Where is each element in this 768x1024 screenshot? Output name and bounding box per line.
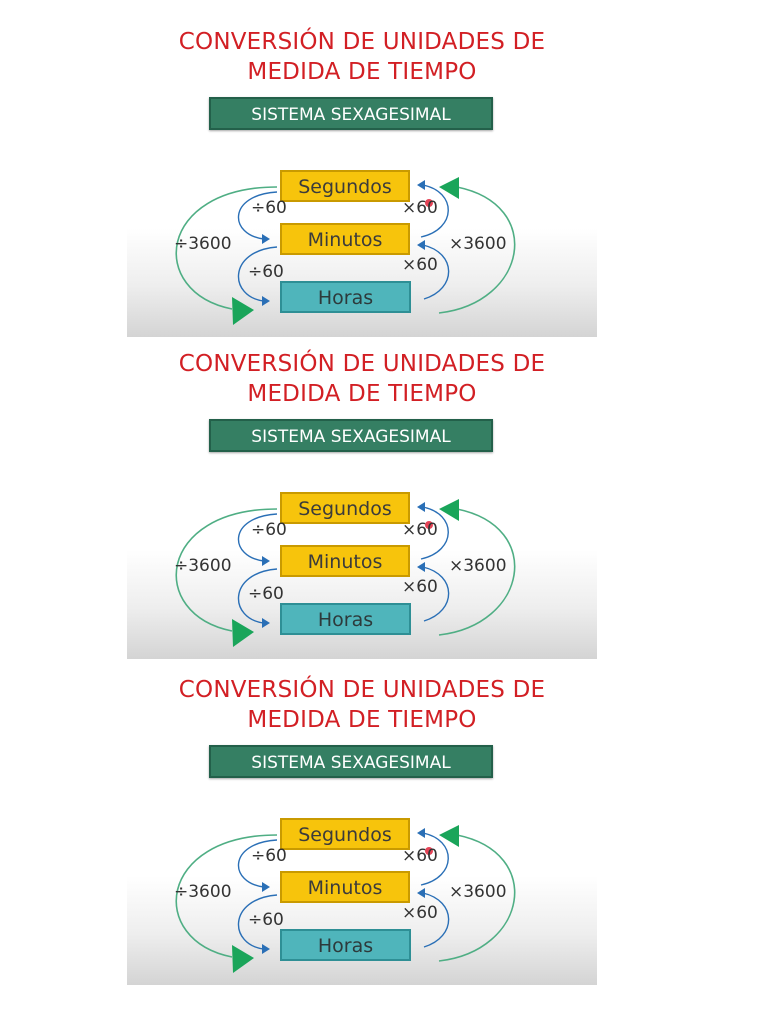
arrow-seconds-to-minutes [237, 513, 278, 562]
unit-seconds-box: Segundos [280, 492, 410, 524]
label-multiply-60-minutes-seconds: ×60 [402, 846, 438, 866]
unit-minutes-box: Minutos [280, 871, 410, 903]
arrow-minutes-to-hours [237, 568, 278, 624]
unit-hours-box: Horas [280, 281, 411, 313]
conversion-diagram-panel-1: CONVERSIÓN DE UNIDADES DE MEDIDA DE TIEM… [127, 17, 597, 337]
label-divide-60-minutes-hours: ÷60 [248, 910, 284, 930]
unit-seconds-box: Segundos [280, 818, 410, 850]
arrow-hours-to-minutes [422, 244, 450, 300]
arrowhead-hours-to-seconds [439, 825, 459, 847]
arrowhead-seconds-to-minutes [262, 556, 270, 566]
conversion-arrows [175, 177, 516, 325]
conversion-diagram-panel-3: CONVERSIÓN DE UNIDADES DE MEDIDA DE TIEM… [127, 665, 597, 985]
title-line-2: MEDIDA DE TIEMPO [247, 381, 477, 407]
arrow-seconds-to-hours [175, 508, 278, 632]
title-line-2: MEDIDA DE TIEMPO [247, 59, 477, 85]
arrow-hours-to-seconds [438, 834, 516, 962]
label-multiply-60-minutes-seconds: ×60 [402, 198, 438, 218]
arrow-hours-to-seconds [438, 186, 516, 314]
arrowhead-minutes-to-seconds [417, 180, 425, 190]
arrow-minutes-to-seconds [420, 832, 449, 886]
conversion-arrows [175, 499, 516, 647]
arrow-seconds-to-hours [175, 834, 278, 958]
arrowhead-seconds-to-minutes [262, 234, 270, 244]
label-multiply-60-hours-minutes: ×60 [402, 577, 438, 597]
arrow-minutes-to-seconds [420, 184, 449, 238]
unit-minutes-box: Minutos [280, 545, 410, 577]
arrow-hours-to-minutes [422, 566, 450, 622]
arrowhead-minutes-to-seconds [417, 828, 425, 838]
arrowhead-hours-to-minutes [417, 562, 425, 572]
label-multiply-3600-hours-seconds: ×3600 [449, 234, 507, 254]
arrow-hours-to-seconds [438, 508, 516, 636]
label-divide-60-minutes-hours: ÷60 [248, 584, 284, 604]
arrowhead-seconds-to-hours [232, 945, 254, 973]
label-multiply-60-hours-minutes: ×60 [402, 903, 438, 923]
red-dot-marker [425, 847, 433, 855]
arrow-hours-to-minutes [422, 892, 450, 948]
label-divide-60-seconds-minutes: ÷60 [251, 520, 287, 540]
system-banner: SISTEMA SEXAGESIMAL [209, 745, 493, 778]
red-dot-marker [425, 521, 433, 529]
label-multiply-3600-hours-seconds: ×3600 [449, 882, 507, 902]
conversion-arrows [175, 825, 516, 973]
arrowhead-hours-to-seconds [439, 177, 459, 199]
arrow-seconds-to-minutes [237, 191, 278, 240]
title-line-1: CONVERSIÓN DE UNIDADES DE [178, 351, 546, 377]
unit-seconds-box: Segundos [280, 170, 410, 202]
system-banner: SISTEMA SEXAGESIMAL [209, 419, 493, 452]
arrowhead-minutes-to-seconds [417, 502, 425, 512]
arrow-minutes-to-hours [237, 246, 278, 302]
arrowhead-minutes-to-hours [262, 296, 270, 306]
unit-minutes-box: Minutos [280, 223, 410, 255]
label-multiply-60-minutes-seconds: ×60 [402, 520, 438, 540]
label-divide-60-seconds-minutes: ÷60 [251, 198, 287, 218]
label-divide-3600-seconds-hours: ÷3600 [174, 556, 232, 576]
arrowhead-seconds-to-hours [232, 619, 254, 647]
arrowhead-seconds-to-hours [232, 297, 254, 325]
label-multiply-3600-hours-seconds: ×3600 [449, 556, 507, 576]
arrow-seconds-to-hours [175, 186, 278, 310]
title-line-1: CONVERSIÓN DE UNIDADES DE [178, 677, 546, 703]
label-divide-60-seconds-minutes: ÷60 [251, 846, 287, 866]
arrowhead-hours-to-seconds [439, 499, 459, 521]
arrowhead-seconds-to-minutes [262, 882, 270, 892]
label-divide-3600-seconds-hours: ÷3600 [174, 234, 232, 254]
arrowhead-minutes-to-hours [262, 618, 270, 628]
arrowhead-hours-to-minutes [417, 240, 425, 250]
system-banner: SISTEMA SEXAGESIMAL [209, 97, 493, 130]
arrowhead-hours-to-minutes [417, 888, 425, 898]
arrow-minutes-to-seconds [420, 506, 449, 560]
label-divide-60-minutes-hours: ÷60 [248, 262, 284, 282]
label-multiply-60-hours-minutes: ×60 [402, 255, 438, 275]
label-divide-3600-seconds-hours: ÷3600 [174, 882, 232, 902]
arrow-seconds-to-minutes [237, 839, 278, 888]
conversion-diagram-panel-2: CONVERSIÓN DE UNIDADES DE MEDIDA DE TIEM… [127, 339, 597, 659]
arrow-minutes-to-hours [237, 894, 278, 950]
title-line-2: MEDIDA DE TIEMPO [247, 707, 477, 733]
arrowhead-minutes-to-hours [262, 944, 270, 954]
unit-hours-box: Horas [280, 929, 411, 961]
title-line-1: CONVERSIÓN DE UNIDADES DE [178, 29, 546, 55]
unit-hours-box: Horas [280, 603, 411, 635]
red-dot-marker [425, 199, 433, 207]
